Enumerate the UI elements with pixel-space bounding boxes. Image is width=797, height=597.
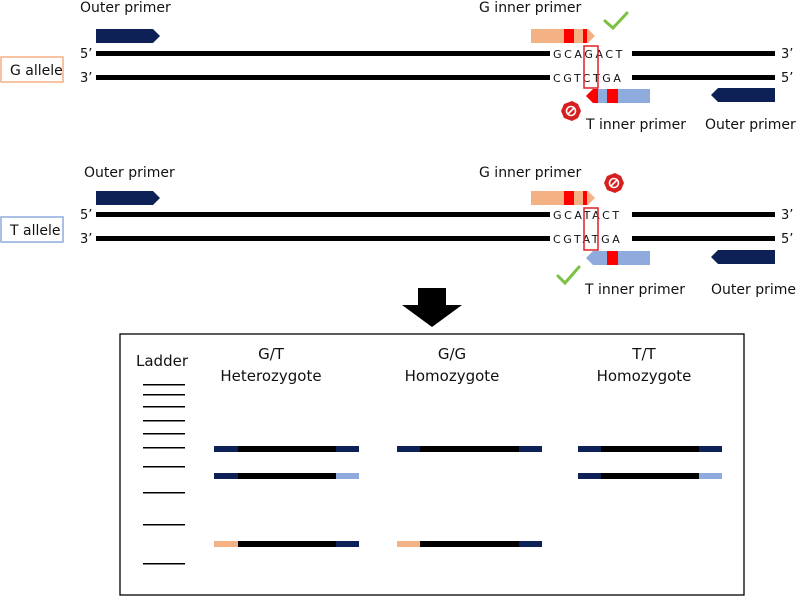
top-strand-3-label: 3’	[781, 47, 793, 62]
outer-primer-right-arrow	[711, 250, 775, 264]
gel-band	[397, 541, 542, 547]
ladder-band	[143, 563, 185, 565]
top-strand-left	[96, 51, 550, 56]
lane-2-zygosity: Homozygote	[405, 367, 500, 385]
gel-band	[397, 446, 542, 452]
g-allele-section: Outer primer G inner primer G allele 5’ …	[0, 0, 796, 133]
outer-primer-right-label: Outer primer	[705, 117, 796, 133]
ladder-band	[143, 384, 185, 386]
ladder-band	[143, 394, 185, 396]
bottom-strand-left	[96, 75, 550, 80]
t-allele-section: Outer primer G inner primer T allele 5’ …	[0, 165, 797, 298]
outer-primer-left-arrow	[96, 29, 160, 43]
snp-highlight-box	[583, 45, 599, 89]
outer-primer-right-label: Outer primer	[711, 282, 797, 298]
t-allele-box	[0, 216, 64, 243]
g-allele-label: G allele	[10, 63, 63, 79]
lane-2-bands	[397, 446, 542, 547]
bottom-strand-right	[632, 236, 775, 241]
top-strand-sequence: GCATACT	[553, 209, 622, 222]
g-inner-primer-arrow	[531, 29, 595, 43]
ladder-label: Ladder	[136, 352, 189, 370]
g-inner-primer-label: G inner primer	[479, 165, 582, 181]
g-inner-primer-label: G inner primer	[479, 0, 582, 16]
top-strand-right	[632, 51, 775, 56]
outer-primer-right-arrow	[711, 88, 775, 102]
t-inner-primer-arrow	[586, 89, 650, 103]
gel-band	[214, 446, 359, 452]
prohibited-icon	[561, 101, 581, 121]
g-allele-box	[0, 56, 64, 83]
outer-primer-left-label: Outer primer	[80, 0, 171, 16]
gel-panel: Ladder G/T Heterozygote G/G Homozygote T…	[119, 333, 745, 596]
gel-band	[214, 541, 359, 547]
snp-highlight-box	[583, 207, 599, 251]
t-inner-primer-label: T inner primer	[585, 117, 686, 133]
gel-frame	[119, 333, 745, 596]
gel-band	[578, 446, 722, 452]
lane-3-genotype: T/T	[631, 345, 656, 363]
top-strand-5-label: 5’	[80, 208, 92, 223]
top-strand-left	[96, 212, 550, 217]
prohibited-icon	[604, 173, 624, 193]
bottom-strand-right	[632, 75, 775, 80]
bottom-strand-5-label: 5’	[781, 71, 793, 86]
bottom-strand-sequence: CGTATGA	[553, 233, 622, 246]
down-arrow-icon	[402, 288, 462, 327]
ladder-band	[143, 433, 185, 435]
bottom-strand-5-label: 5’	[781, 232, 793, 247]
t-allele-label: T allele	[9, 223, 60, 239]
bottom-strand-sequence: CGTCTGA	[553, 72, 624, 85]
top-strand-sequence: GCAGACT	[553, 48, 625, 61]
lane-1-zygosity: Heterozygote	[220, 367, 321, 385]
top-strand-5-label: 5’	[80, 47, 92, 62]
bottom-strand-3-label: 3’	[80, 232, 92, 247]
lane-3-zygosity: Homozygote	[597, 367, 692, 385]
ladder-band	[143, 466, 185, 468]
outer-primer-left-label: Outer primer	[84, 165, 175, 181]
bottom-strand-left	[96, 236, 550, 241]
checkmark-icon	[603, 11, 629, 31]
outer-primer-left-arrow	[96, 191, 160, 205]
ladder-band	[143, 524, 185, 526]
t-inner-primer-arrow	[586, 251, 650, 265]
g-inner-primer-arrow	[531, 191, 595, 205]
t-inner-primer-label: T inner primer	[584, 282, 685, 298]
top-strand-3-label: 3’	[781, 208, 793, 223]
ladder-band	[143, 420, 185, 422]
ladder-bands	[143, 384, 185, 565]
ladder-band	[143, 447, 185, 449]
checkmark-icon	[556, 265, 581, 286]
ladder-band	[143, 406, 185, 408]
lane-1-bands	[214, 446, 359, 547]
gel-band	[214, 473, 359, 479]
gel-band	[578, 473, 722, 479]
top-strand-right	[632, 212, 775, 217]
ladder-band	[143, 492, 185, 494]
lane-2-genotype: G/G	[438, 345, 466, 363]
lane-3-bands	[578, 446, 722, 479]
bottom-strand-3-label: 3’	[80, 71, 92, 86]
lane-1-genotype: G/T	[258, 345, 285, 363]
